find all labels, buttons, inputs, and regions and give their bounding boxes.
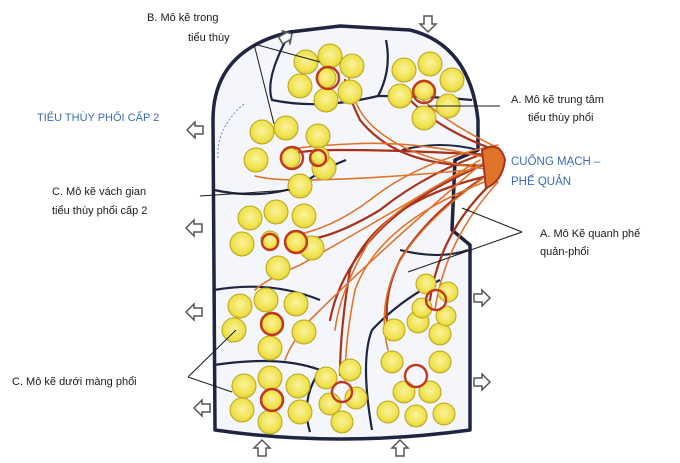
label-hilum-1: CUỐNG MẠCH – — [511, 154, 601, 168]
label-a-peribronchovascular-1: A. Mô Kẽ quanh phế — [540, 228, 640, 240]
label-c-subpleural: C. Mô kẽ dưới màng phổi — [12, 376, 137, 388]
label-b-interstitium-2: tiểu thùy — [188, 32, 230, 44]
label-b-interstitium-1: B. Mô kẽ trong — [147, 12, 219, 24]
label-c-septal-2: tiểu thùy phổi cấp 2 — [52, 205, 147, 217]
label-a-central-2: tiểu thùy phổi — [528, 112, 593, 124]
label-secondary-lobule: TIỂU THÙY PHỔI CẤP 2 — [37, 111, 159, 124]
label-a-peribronchovascular-2: quản-phổi — [540, 246, 589, 258]
label-hilum-2: PHẾ QUẢN — [511, 175, 571, 188]
label-a-central-1: A. Mô kẽ trung tâm — [511, 94, 604, 106]
label-c-septal-1: C. Mô kẽ vách gian — [52, 186, 146, 198]
